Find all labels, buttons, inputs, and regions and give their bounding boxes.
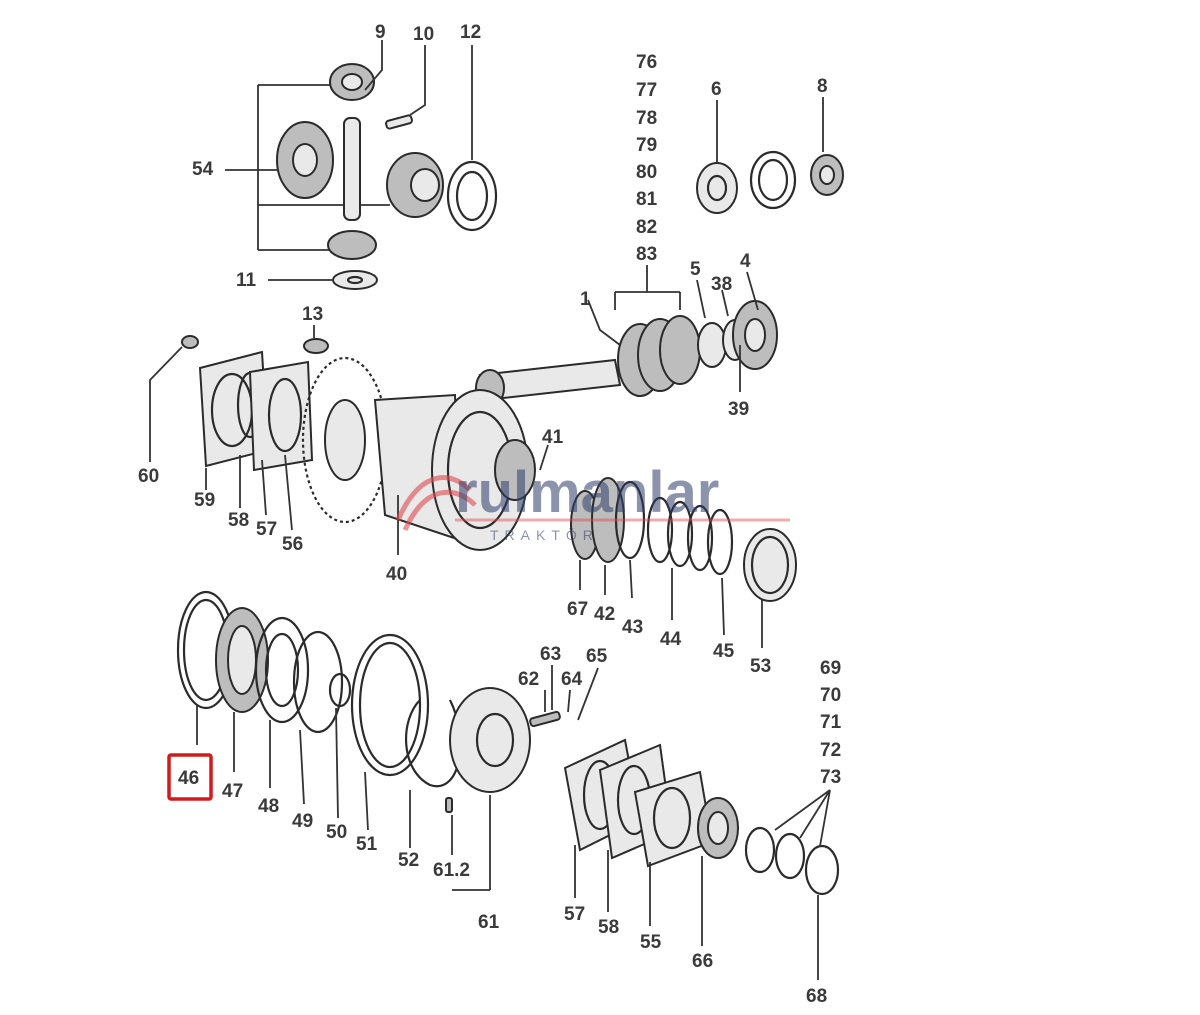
label-10: 10 (413, 24, 434, 45)
label-72: 72 (820, 740, 841, 761)
watermark-mark-icon (395, 475, 472, 522)
bearing-group-top (696, 97, 844, 214)
pinion-shaft-group (475, 265, 778, 407)
label-65: 65 (586, 646, 608, 667)
seal-ring-group (167, 590, 531, 891)
label-12: 12 (460, 22, 481, 43)
label-5: 5 (690, 259, 701, 280)
label-70: 70 (820, 685, 841, 706)
watermark-sub: TRAKTÖR (490, 526, 599, 543)
housing-cover-group (149, 325, 329, 531)
watermark: rulmanlar TRAKTÖR (395, 460, 790, 543)
label-49: 49 (292, 811, 313, 832)
label-44: 44 (660, 629, 682, 650)
label-71: 71 (820, 712, 842, 733)
highlight-box-46 (167, 753, 213, 801)
label-55: 55 (640, 932, 662, 953)
label-62: 62 (518, 669, 539, 690)
label-78: 78 (636, 108, 657, 129)
part-labels: 9 10 12 54 11 76 77 78 79 80 81 82 83 6 … (138, 22, 842, 1007)
flange-bearing-group (563, 738, 840, 980)
label-13: 13 (302, 304, 323, 325)
label-54: 54 (192, 159, 214, 180)
label-8: 8 (817, 76, 828, 97)
label-40: 40 (386, 564, 407, 585)
label-38: 38 (711, 274, 732, 295)
label-47: 47 (222, 781, 243, 802)
label-58-bottom: 58 (598, 917, 619, 938)
clutch-pack-group (570, 477, 797, 648)
label-9: 9 (375, 22, 386, 43)
differential-gear-group (225, 40, 498, 290)
label-59: 59 (194, 490, 215, 511)
label-69: 69 (820, 658, 841, 679)
watermark-brand: rulmanlar (455, 460, 719, 525)
label-61-2: 61.2 (433, 860, 470, 881)
label-73: 73 (820, 767, 841, 788)
label-53: 53 (750, 656, 771, 677)
label-57-top: 57 (256, 519, 277, 540)
label-52: 52 (398, 850, 419, 871)
label-68: 68 (806, 986, 827, 1007)
label-67: 67 (567, 599, 588, 620)
label-46: 46 (178, 768, 199, 789)
label-43: 43 (622, 617, 643, 638)
label-58-top: 58 (228, 510, 249, 531)
label-77: 77 (636, 80, 657, 101)
label-82: 82 (636, 217, 657, 238)
bleed-screw-group (529, 665, 599, 728)
label-1: 1 (580, 289, 591, 310)
label-4: 4 (740, 251, 751, 272)
label-48: 48 (258, 796, 279, 817)
label-51: 51 (356, 834, 378, 855)
label-76: 76 (636, 52, 657, 73)
label-81: 81 (636, 189, 658, 210)
label-66: 66 (692, 951, 713, 972)
label-83: 83 (636, 244, 657, 265)
label-79: 79 (636, 135, 657, 156)
label-11: 11 (236, 270, 257, 291)
label-39: 39 (728, 399, 749, 420)
ring-gear-housing-group (301, 356, 549, 555)
label-56: 56 (282, 534, 303, 555)
label-63: 63 (540, 644, 561, 665)
label-50: 50 (326, 822, 347, 843)
label-41: 41 (542, 427, 564, 448)
label-64: 64 (561, 669, 583, 690)
label-6: 6 (711, 79, 722, 100)
label-61: 61 (478, 912, 500, 933)
label-80: 80 (636, 162, 657, 183)
label-60: 60 (138, 466, 159, 487)
label-57-bottom: 57 (564, 904, 585, 925)
label-45: 45 (713, 641, 735, 662)
label-42: 42 (594, 604, 615, 625)
